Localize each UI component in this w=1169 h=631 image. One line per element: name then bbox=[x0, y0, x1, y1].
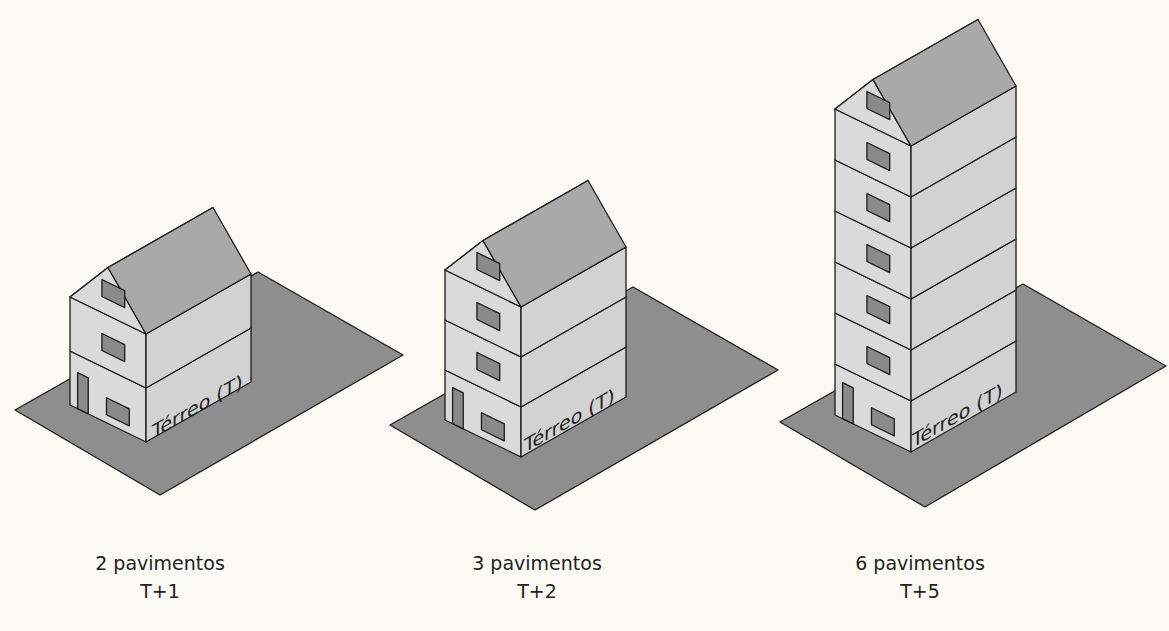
window bbox=[867, 194, 890, 222]
window bbox=[867, 92, 890, 120]
window bbox=[477, 253, 500, 281]
window bbox=[106, 398, 129, 426]
window bbox=[867, 296, 890, 324]
caption-text: T+2 bbox=[517, 580, 557, 602]
window bbox=[477, 353, 500, 381]
ground-plot bbox=[15, 272, 403, 495]
roof-front-slope bbox=[873, 20, 1016, 147]
ground-plot bbox=[780, 284, 1166, 507]
window bbox=[477, 303, 500, 331]
window bbox=[102, 334, 125, 362]
door bbox=[78, 373, 89, 414]
caption-text: 3 pavimentos bbox=[472, 552, 602, 574]
window bbox=[871, 408, 894, 436]
roof-front-slope bbox=[483, 181, 626, 308]
roof-front-slope bbox=[108, 208, 251, 335]
caption-text: T+5 bbox=[900, 580, 940, 602]
caption-text: T+1 bbox=[140, 580, 180, 602]
door bbox=[453, 388, 464, 429]
window bbox=[867, 245, 890, 273]
window bbox=[867, 347, 890, 375]
window bbox=[481, 413, 504, 441]
caption-text: 2 pavimentos bbox=[95, 552, 225, 574]
door bbox=[843, 383, 854, 424]
window bbox=[867, 143, 890, 171]
caption-text: 6 pavimentos bbox=[855, 552, 985, 574]
window bbox=[102, 280, 125, 308]
